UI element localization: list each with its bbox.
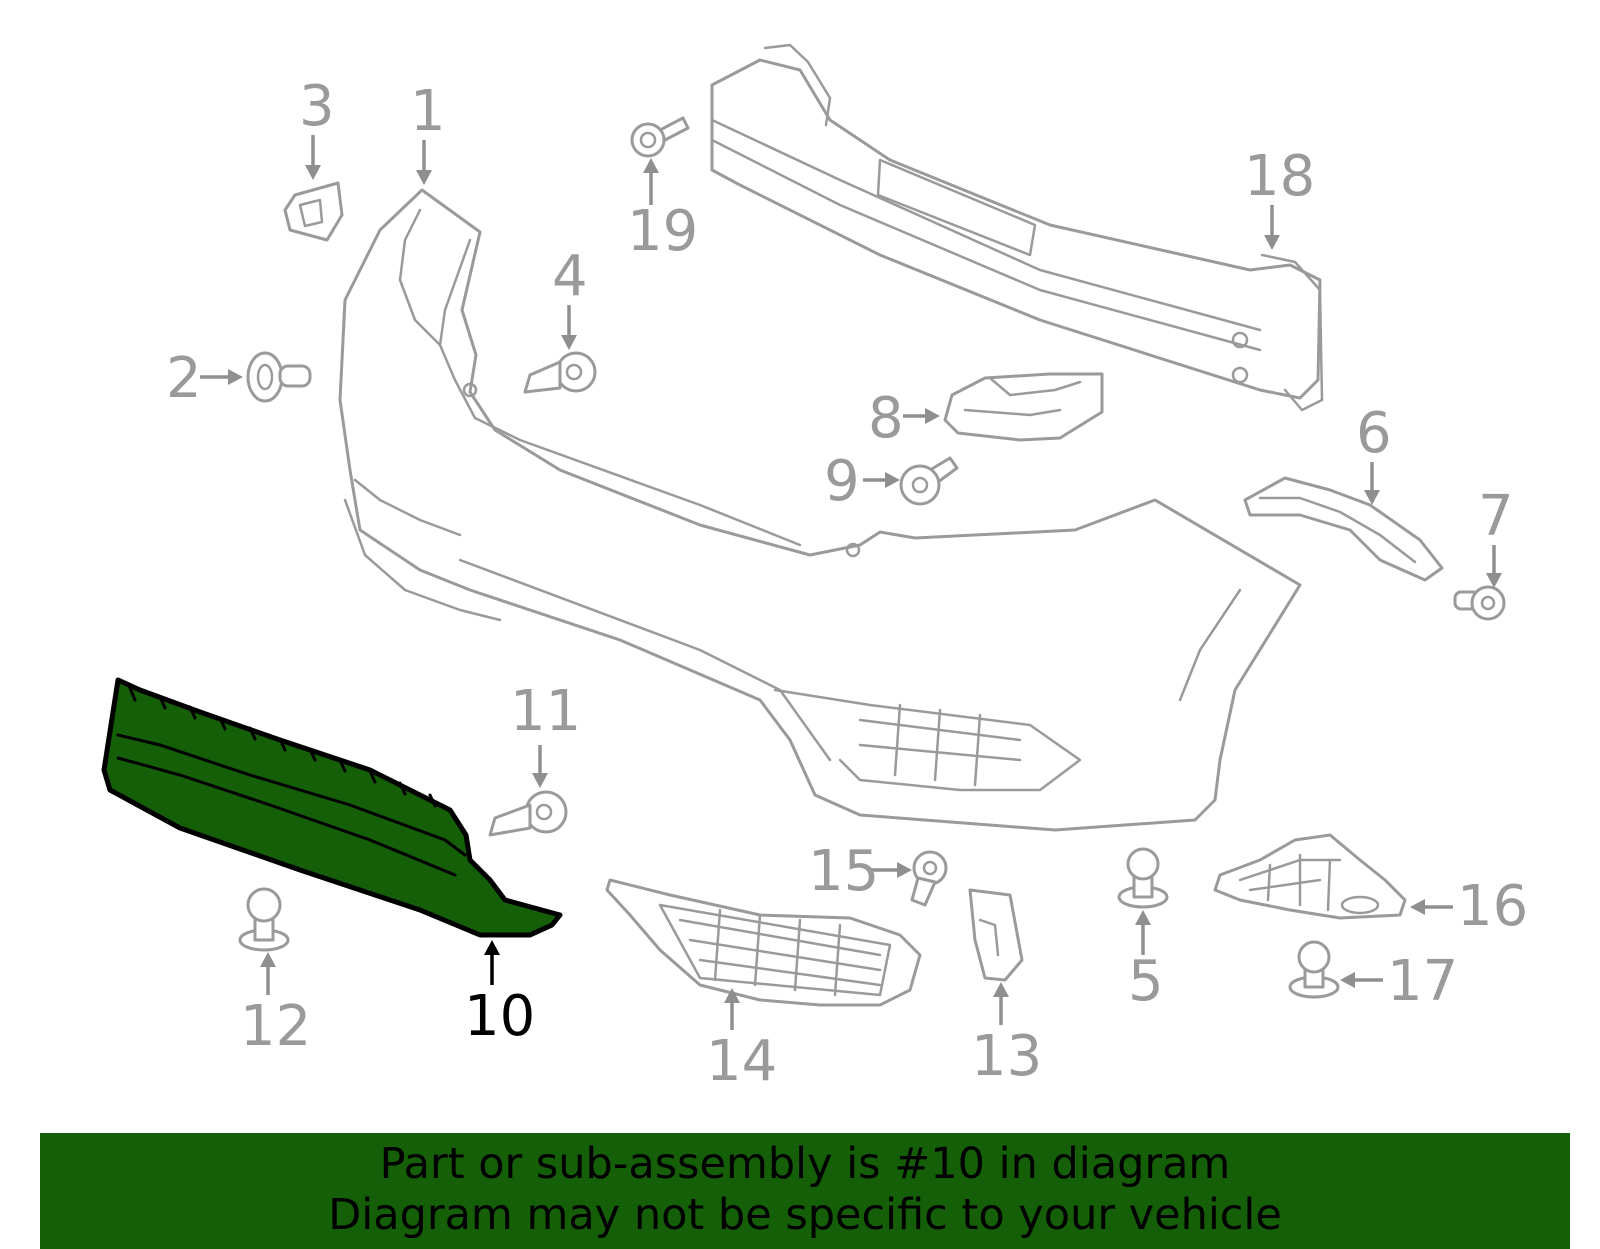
callout-9: 9: [824, 449, 860, 514]
part-7-clip: [1453, 585, 1506, 621]
callout-19: 19: [627, 199, 698, 264]
callout-12: 12: [240, 994, 311, 1059]
part-5-grommet: [1117, 847, 1169, 909]
callout-numbers: 1 2 3 4 5 6 7 8 9 10 11 12 13 14 15 16 1…: [166, 74, 1528, 1094]
part-18-reinforcement-beam: [710, 43, 1324, 412]
part-13-cap: [968, 888, 1024, 982]
banner-line-1: Part or sub-assembly is #10 in diagram: [379, 1139, 1231, 1189]
part-8-bracket: [943, 372, 1104, 442]
callout-2: 2: [166, 346, 202, 411]
info-banner: Part or sub-assembly is #10 in diagram D…: [40, 1133, 1570, 1249]
part-11-screw: [488, 790, 568, 837]
callout-4: 4: [552, 244, 588, 309]
part-19-bolt: [630, 116, 690, 158]
callout-15: 15: [808, 839, 879, 904]
callout-10: 10: [464, 984, 535, 1049]
callout-6: 6: [1356, 401, 1392, 466]
part-10-lower-spoiler: [101, 677, 563, 938]
banner-line-2: Diagram may not be specific to your vehi…: [328, 1190, 1282, 1240]
callout-11: 11: [510, 679, 581, 744]
part-3-bracket: [283, 181, 344, 242]
callout-18: 18: [1244, 144, 1315, 209]
callout-7: 7: [1478, 484, 1514, 549]
callout-3: 3: [299, 74, 335, 139]
part-15-screw: [910, 850, 948, 907]
part-4-screw: [523, 351, 597, 394]
callout-13: 13: [971, 1024, 1042, 1089]
part-12-grommet: [238, 887, 290, 952]
callout-5: 5: [1128, 949, 1164, 1014]
callout-1: 1: [410, 79, 446, 144]
callout-14: 14: [706, 1029, 777, 1094]
part-14-lower-grille: [605, 878, 922, 1007]
callout-17: 17: [1387, 949, 1458, 1014]
part-9-screw: [899, 456, 959, 506]
part-16-cover: [1213, 833, 1407, 920]
callout-16: 16: [1457, 874, 1528, 939]
part-6-side-bracket: [1243, 476, 1444, 582]
callout-8: 8: [868, 386, 904, 451]
leader-arrows: [200, 135, 1502, 1030]
part-1-bumper-cover: [338, 188, 1302, 832]
part-17-grommet: [1288, 940, 1340, 999]
part-2-clip: [246, 351, 312, 403]
